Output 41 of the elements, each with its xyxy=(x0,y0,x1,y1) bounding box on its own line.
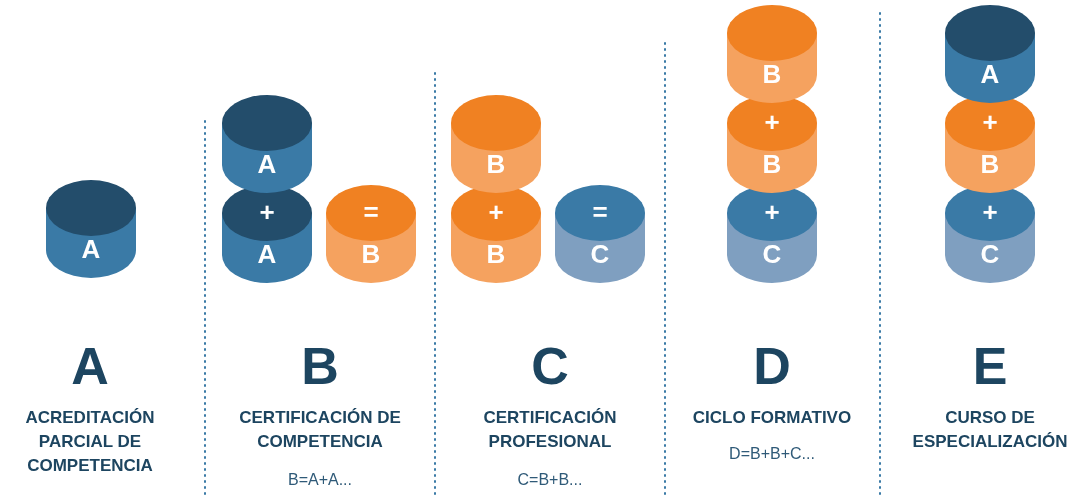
cylinder-letter: C xyxy=(761,239,783,269)
column-letter: A xyxy=(70,338,110,394)
formula-text: B=A+A... xyxy=(286,470,353,490)
cylinder xyxy=(222,95,312,193)
cylinder-letter: B xyxy=(979,149,1001,179)
cylinder-letter: C xyxy=(979,239,1001,269)
cylinder-letter: B xyxy=(485,239,507,269)
cylinder xyxy=(451,95,541,193)
category-title: ACREDITACIÓN PARCIAL DE COMPETENCIA xyxy=(24,407,156,477)
column-letter: C xyxy=(530,338,570,394)
cylinder-letter: B xyxy=(485,149,507,179)
operator-symbol: + xyxy=(981,197,999,227)
cylinder-letter: C xyxy=(589,239,611,269)
operator-symbol: + xyxy=(763,107,781,137)
column-letter: E xyxy=(971,338,1009,394)
operator-symbol: = xyxy=(362,197,380,227)
column-letter: B xyxy=(300,338,340,394)
cylinder-letter: B xyxy=(761,59,783,89)
cylinder xyxy=(555,185,645,283)
cylinder-letter: B xyxy=(761,149,783,179)
cylinder-letter: A xyxy=(80,234,102,264)
category-title: CURSO DE ESPECIALIZACIÓN xyxy=(911,407,1069,453)
category-title: CICLO FORMATIVO xyxy=(691,407,853,429)
operator-symbol: = xyxy=(591,197,609,227)
formula-text: C=B+B... xyxy=(516,470,584,490)
formula-text: D=B+B+C... xyxy=(728,444,816,464)
cylinder-letter: A xyxy=(979,59,1001,89)
cylinder-letter: A xyxy=(256,239,278,269)
cylinder-letter: B xyxy=(360,239,382,269)
cylinder xyxy=(46,180,136,278)
column-letter: D xyxy=(752,338,792,394)
operator-symbol: + xyxy=(981,107,999,137)
category-title: CERTIFICACIÓN DE COMPETENCIA xyxy=(238,407,402,453)
cylinder xyxy=(326,185,416,283)
cylinder xyxy=(945,5,1035,103)
cylinder xyxy=(727,5,817,103)
operator-symbol: + xyxy=(763,197,781,227)
cylinder-letter: A xyxy=(256,149,278,179)
operator-symbol: + xyxy=(258,197,276,227)
operator-symbol: + xyxy=(487,197,505,227)
category-title: CERTIFICACIÓN PROFESIONAL xyxy=(482,407,618,453)
